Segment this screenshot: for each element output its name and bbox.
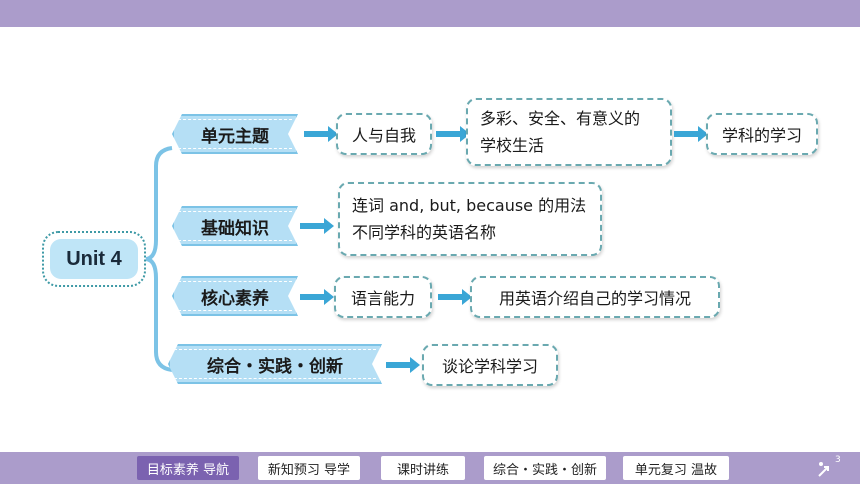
unit-label: Unit 4	[50, 239, 138, 279]
arrow-right-icon	[674, 126, 708, 142]
arrow-right-icon	[300, 289, 334, 305]
unit-badge: Unit 4	[42, 231, 146, 287]
topic-box: 人与自我	[336, 113, 432, 155]
category-label: 单元主题	[172, 114, 298, 154]
topic-box: 学科的学习	[706, 113, 818, 155]
arrow-right-icon	[304, 126, 338, 142]
nav-preview-button[interactable]: 新知预习 导学	[258, 456, 360, 480]
nav-lesson-button[interactable]: 课时讲练	[381, 456, 465, 480]
top-banner	[0, 0, 860, 27]
topic-box: 语言能力	[334, 276, 432, 318]
nav-review-button[interactable]: 单元复习 温故	[623, 456, 729, 480]
nav-goals-button[interactable]: 目标素养 导航	[137, 456, 239, 480]
page-number: 3	[835, 455, 841, 465]
topic-box: 连词 and, but, because 的用法 不同学科的英语名称	[338, 182, 602, 256]
arrow-right-icon	[386, 357, 420, 373]
nav-practice-button[interactable]: 综合・实践・创新	[484, 456, 606, 480]
page-turn-icon[interactable]	[816, 456, 840, 480]
topic-box: 谈论学科学习	[422, 344, 558, 386]
arrow-right-icon	[436, 126, 470, 142]
arrow-right-icon	[438, 289, 472, 305]
category-label: 综合・实践・创新	[168, 344, 382, 384]
arrow-right-icon	[300, 218, 334, 234]
topic-box: 用英语介绍自己的学习情况	[470, 276, 720, 318]
category-label: 核心素养	[172, 276, 298, 316]
category-label: 基础知识	[172, 206, 298, 246]
topic-box: 多彩、安全、有意义的 学校生活	[466, 98, 672, 166]
